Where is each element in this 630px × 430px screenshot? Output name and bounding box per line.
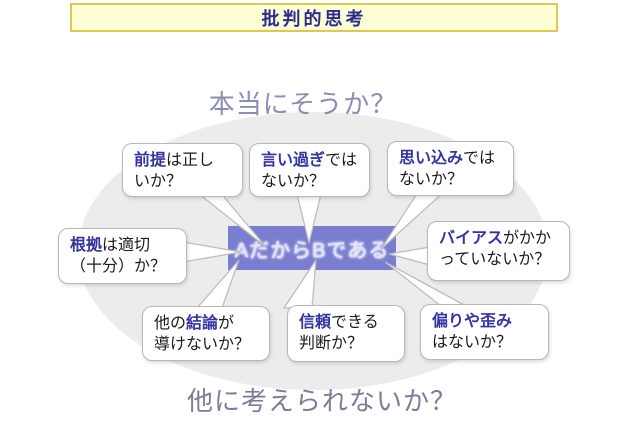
top-question: 本当にそうか？ (208, 89, 398, 119)
bubble-keyword: バイアス (439, 230, 504, 247)
bubble-reliability: 信頼できる 判断か？ (287, 305, 405, 362)
bubble-keyword: 言い過ぎ (261, 152, 326, 169)
center-statement-label: AだからBである (234, 239, 390, 262)
bubble-assumption: 思い込みでは ないか？ (387, 141, 514, 196)
tail-bias (388, 246, 431, 266)
bubble-keyword: 思い込み (399, 150, 464, 167)
bottom-question: 他に考えられないか？ (186, 386, 458, 416)
bubble-other-conclusion: 他の結論が 導けないか？ (142, 306, 270, 361)
bubble-grounds: 根拠は適切 （十分）か？ (58, 228, 187, 284)
title-banner: 批判的思考 (70, 3, 558, 32)
bubble-text: は正し いか？ (134, 152, 215, 190)
bubble-bias: バイアスがかか っていないか？ (427, 221, 570, 281)
bubble-text: できる 判断か？ (299, 314, 379, 352)
tail-premise (192, 189, 267, 248)
bubble-text: はないか？ (432, 334, 513, 351)
bubble-text: では ないか？ (261, 152, 358, 190)
bubble-text: が 導けないか？ (154, 315, 251, 353)
bubble-text: では ないか？ (399, 150, 496, 188)
bubble-distortion: 偏りや歪み はないか？ (420, 304, 549, 360)
bubble-keyword: 偏りや歪み (432, 313, 513, 330)
banner-title: 批判的思考 (261, 8, 367, 29)
bubble-keyword: 結論 (186, 315, 219, 332)
bubble-text: は適切 （十分）か？ (70, 237, 167, 275)
tail-reliability (282, 259, 317, 309)
bubble-premise: 前提は正し いか？ (122, 143, 243, 197)
bubble-keyword: 根拠 (70, 237, 103, 254)
tail-overstatement (295, 189, 323, 244)
tail-grounds (182, 241, 242, 263)
tail-other-conclusion (195, 259, 240, 309)
bubble-keyword: 前提 (134, 152, 167, 169)
bubble-text: 他の (154, 315, 187, 332)
bubble-overstatement: 言い過ぎでは ないか？ (249, 143, 370, 197)
bubble-text: がかか っていないか？ (439, 230, 552, 268)
bubble-keyword: 信頼 (299, 314, 332, 331)
